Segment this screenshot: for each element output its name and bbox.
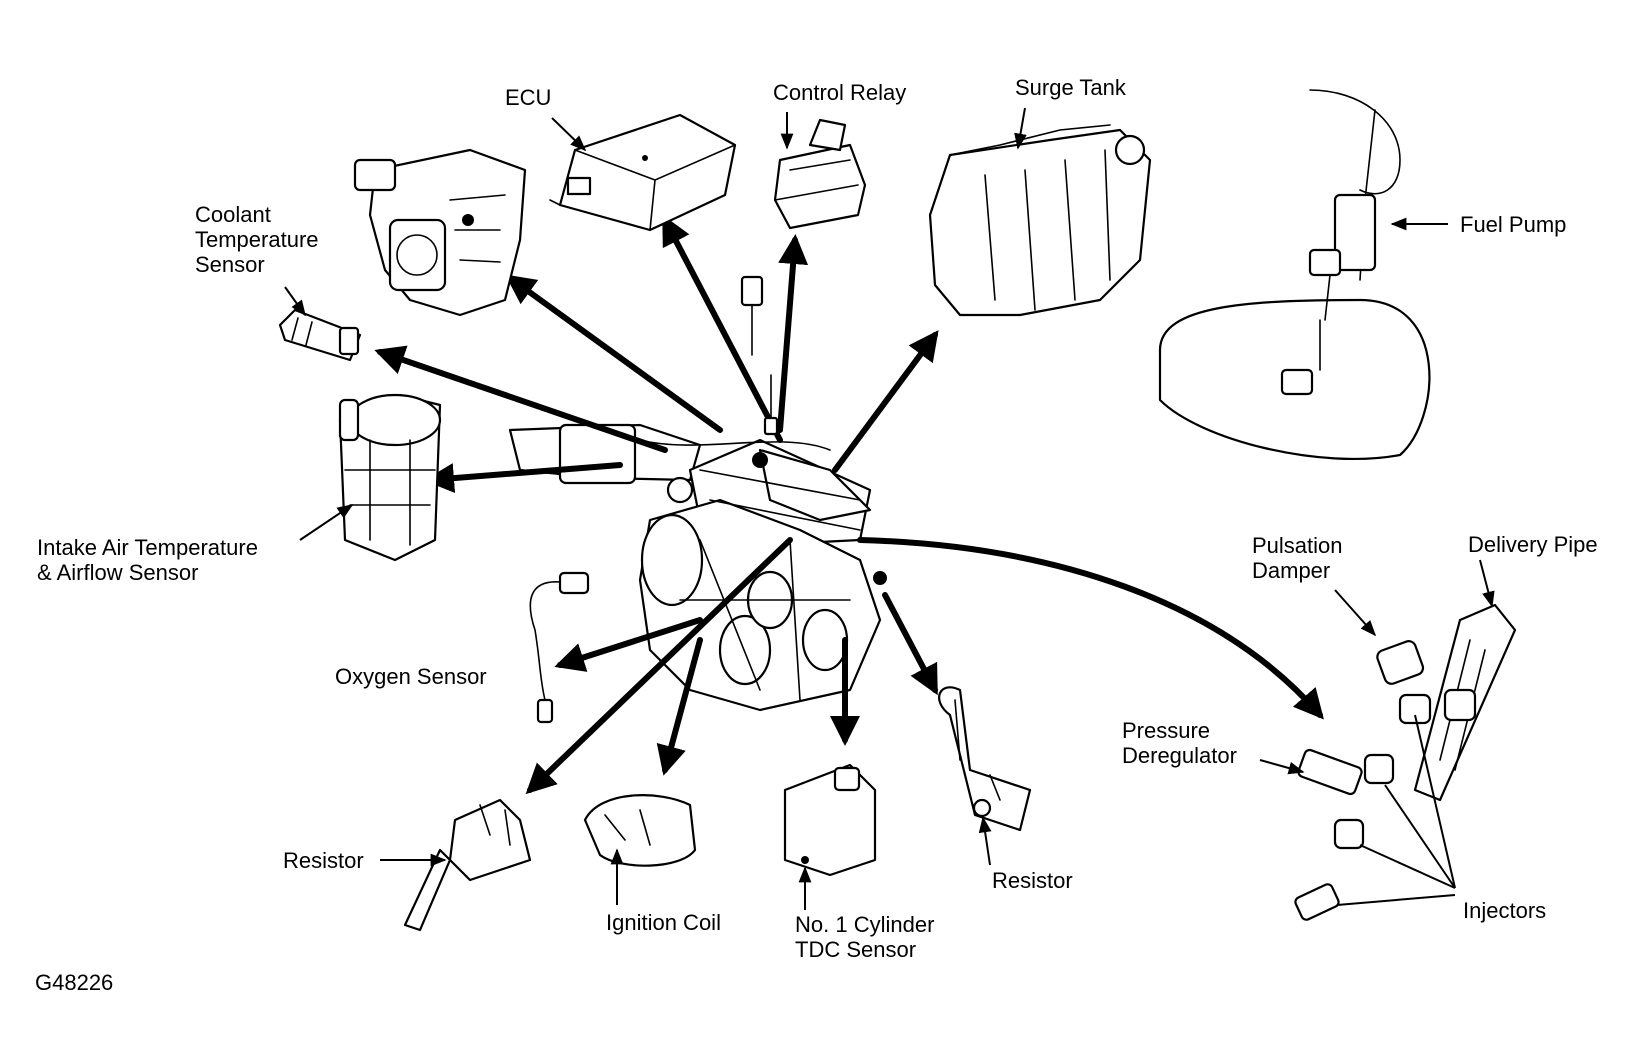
label-ecu: ECU bbox=[505, 85, 551, 110]
fuel-rail-drawing bbox=[1294, 603, 1517, 921]
labels: ECU Control Relay Surge Tank Fuel Pump C… bbox=[35, 75, 1598, 995]
arrow-to-oxygen-sensor bbox=[554, 617, 703, 672]
label-tdc-line2: TDC Sensor bbox=[795, 937, 916, 962]
relay-connectors bbox=[740, 275, 779, 436]
label-pressure-line1: Pressure bbox=[1122, 718, 1210, 743]
arrow-to-resistor-left bbox=[525, 537, 793, 795]
connection-arrows bbox=[374, 214, 1324, 795]
arrow-to-coolant-sensor bbox=[374, 345, 668, 453]
arrow-to-ecu bbox=[662, 214, 783, 443]
tdc-sensor-drawing bbox=[783, 763, 877, 877]
ignition-coil-drawing bbox=[583, 794, 697, 867]
label-oxygen-sensor: Oxygen Sensor bbox=[335, 664, 487, 689]
label-fuel-pump: Fuel Pump bbox=[1460, 212, 1566, 237]
label-intake-line1: Intake Air Temperature bbox=[37, 535, 258, 560]
arrow-to-injectors bbox=[857, 537, 1324, 720]
label-injectors: Injectors bbox=[1463, 898, 1546, 923]
arrow-to-resistor-right bbox=[882, 592, 938, 696]
ecu-drawing bbox=[549, 113, 737, 232]
figure-id: G48226 bbox=[35, 970, 113, 995]
label-control-relay: Control Relay bbox=[773, 80, 906, 105]
coolant-sensor-drawing bbox=[278, 308, 362, 362]
arrow-to-control-relay bbox=[777, 234, 809, 433]
arrow-to-airflow-sensor bbox=[424, 462, 623, 494]
airflow-sensor-drawing bbox=[338, 393, 442, 562]
control-relay-drawing bbox=[773, 118, 867, 230]
engine-assembly bbox=[508, 423, 887, 712]
label-resistor-left: Resistor bbox=[283, 848, 364, 873]
label-intake-line2: & Airflow Sensor bbox=[37, 560, 198, 585]
oxygen-sensor-drawing bbox=[529, 571, 590, 724]
surge-tank-drawing bbox=[928, 124, 1152, 317]
label-delivery-pipe: Delivery Pipe bbox=[1468, 532, 1598, 557]
label-surge-tank: Surge Tank bbox=[1015, 75, 1127, 100]
arrow-to-ignition-coil bbox=[656, 637, 703, 776]
throttle-body-drawing bbox=[353, 148, 527, 317]
resistor-left-drawing bbox=[403, 798, 532, 932]
arrow-to-surge-tank bbox=[832, 330, 939, 473]
label-pulsation-line2: Damper bbox=[1252, 558, 1330, 583]
resistor-right-drawing bbox=[938, 686, 1032, 832]
pointer-arrows bbox=[284, 107, 1495, 910]
label-coolant-line1: Coolant bbox=[195, 202, 271, 227]
label-coolant-line2: Temperature bbox=[195, 227, 319, 252]
label-resistor-right: Resistor bbox=[992, 868, 1073, 893]
label-ignition-coil: Ignition Coil bbox=[606, 910, 721, 935]
label-pressure-line2: Deregulator bbox=[1122, 743, 1237, 768]
label-tdc-line1: No. 1 Cylinder bbox=[795, 912, 934, 937]
arrow-to-throttle-body bbox=[505, 274, 723, 433]
label-coolant-line3: Sensor bbox=[195, 252, 265, 277]
fuel-pump-drawing bbox=[1158, 89, 1431, 461]
label-pulsation-line1: Pulsation bbox=[1252, 533, 1343, 558]
